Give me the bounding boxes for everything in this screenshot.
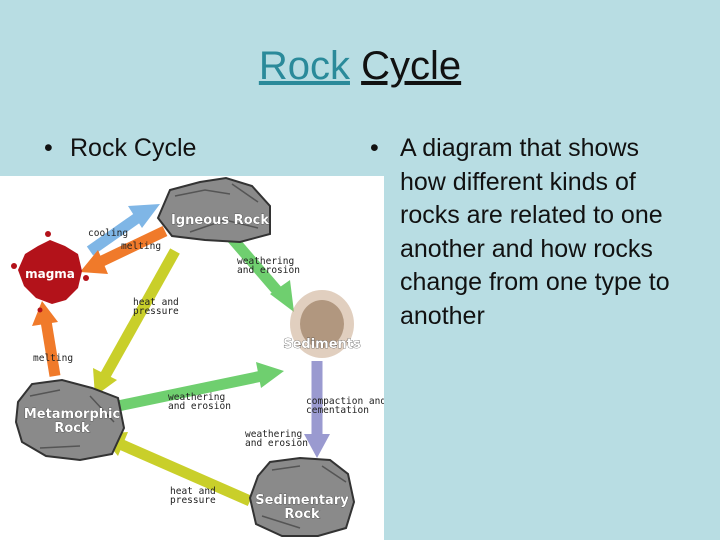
weathering-label-3b: and erosion xyxy=(245,438,308,449)
heat-label-1b: pressure xyxy=(133,306,179,317)
magma-blob: magma xyxy=(11,231,89,313)
weathering-label-3a: weathering xyxy=(245,429,302,440)
metamorphic-rock: Metamorphic Rock xyxy=(14,378,126,462)
sedimentary-rock: Sedimentary Rock xyxy=(248,456,356,537)
weathering-label-2b: and erosion xyxy=(168,401,231,412)
metamorphic-label-1: Metamorphic xyxy=(24,407,120,422)
rock-cycle-svg: Igneous Rock magma Sediments Metamorphic… xyxy=(11,176,384,537)
bullet-dot: • xyxy=(370,134,379,162)
weathering-label-2a: weathering xyxy=(168,392,225,403)
sediments-pile: Sediments xyxy=(283,290,361,358)
igneous-label: Igneous Rock xyxy=(171,213,269,228)
bullet-right: • A diagram that shows how different kin… xyxy=(370,132,690,333)
melting-arrow-left xyxy=(32,301,61,377)
magma-label: magma xyxy=(25,267,75,281)
bullet-left: • Rock Cycle xyxy=(44,132,196,166)
cooling-arrow xyxy=(86,204,160,256)
heat-arrow-1 xyxy=(93,248,180,396)
melting-arrow-top xyxy=(80,226,168,274)
compaction-arrow xyxy=(304,361,330,458)
slide-title: Rock Cycle xyxy=(0,44,720,89)
bullet-left-text: Rock Cycle xyxy=(70,134,197,162)
weathering-arrow-1 xyxy=(225,232,294,312)
sedimentary-label-2: Rock xyxy=(284,507,320,522)
bullet-right-text: A diagram that shows how different kinds… xyxy=(400,134,670,330)
melting-label-left: melting xyxy=(33,353,73,364)
compaction-label-a: compaction and xyxy=(306,396,384,407)
cooling-label: cooling xyxy=(88,228,128,239)
rock-cycle-diagram: Igneous Rock magma Sediments Metamorphic… xyxy=(0,176,384,540)
weathering-arrow-2 xyxy=(116,362,284,412)
sediments-label: Sediments xyxy=(283,337,361,352)
igneous-rock: Igneous Rock xyxy=(156,176,271,244)
bullet-dot: • xyxy=(44,134,53,162)
weathering-label-1b: and erosion xyxy=(237,265,300,276)
metamorphic-label-2: Rock xyxy=(54,421,90,436)
title-link[interactable]: Rock xyxy=(258,44,350,88)
sedimentary-label-1: Sedimentary xyxy=(255,493,349,508)
weathering-label-1a: weathering xyxy=(237,256,294,267)
title-text: Cycle xyxy=(361,44,462,88)
heat-label-2b: pressure xyxy=(170,495,216,506)
compaction-label-b: cementation xyxy=(306,405,369,416)
heat-label-2a: heat and xyxy=(170,486,216,497)
heat-label-1a: heat and xyxy=(133,297,179,308)
melting-label-top: melting xyxy=(121,241,161,252)
